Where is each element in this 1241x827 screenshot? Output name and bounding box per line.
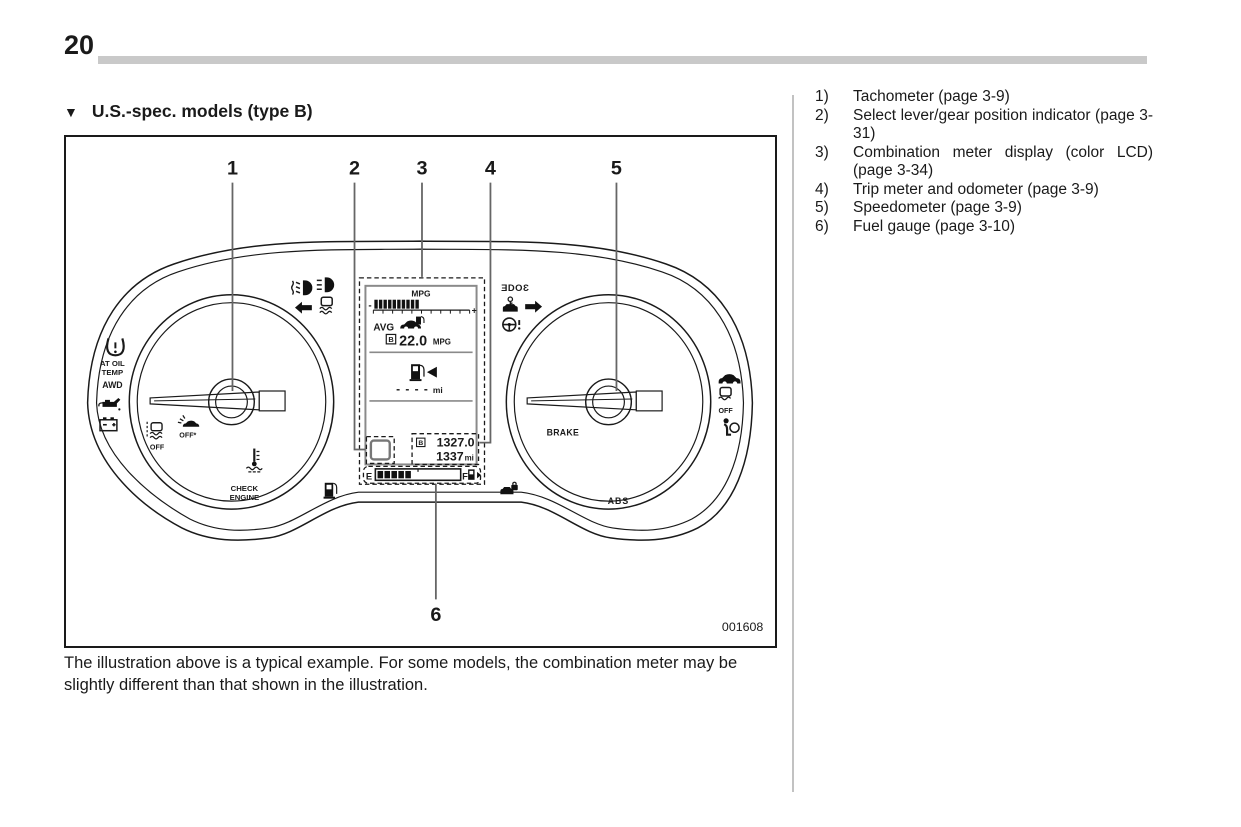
figure-code: 001608	[722, 620, 763, 634]
check-engine-label-2: ENGINE	[230, 493, 260, 502]
abs-label: ABS	[608, 496, 629, 506]
range-unit: mi	[433, 385, 443, 395]
callout-3: 3	[416, 158, 427, 180]
high-beam-icon	[316, 277, 335, 293]
legend-item-label: Speedometer (page 3-9)	[853, 199, 1022, 216]
legend-item-label: Tachometer (page 3-9)	[853, 88, 1010, 105]
at-oil-temp-label-1: AT OIL	[100, 359, 125, 368]
odometer-value: 1337	[436, 449, 464, 463]
fuel-gauge: E F	[362, 465, 482, 484]
fuel-empty-label: E	[366, 470, 372, 481]
lcd-fuel-pump-icon	[409, 364, 425, 382]
figure-caption: The illustration above is a typical exam…	[64, 654, 738, 694]
trip-odometer: B 1327.0 1337 mi	[411, 433, 480, 466]
awd-label: AWD	[102, 380, 122, 390]
car-ahead-icon	[718, 374, 741, 386]
legend-item-number: 4)	[815, 180, 829, 198]
legend-item-label: Fuel gauge (page 3-10)	[853, 217, 1016, 235]
odometer-unit: mi	[465, 453, 474, 462]
mpg-bar-minus: -	[368, 301, 371, 312]
legend-item-number: 3)	[815, 143, 829, 161]
legend-list: 1) Tachometer (page 3-9) 2) Select lever…	[815, 88, 1153, 236]
section-heading-text: U.S.-spec. models (type B)	[91, 101, 313, 121]
turn-left-signal-icon	[294, 301, 312, 314]
legend-item-number: 2)	[815, 106, 829, 124]
speedometer-gauge	[505, 294, 712, 510]
avg-value: 22.0	[399, 333, 427, 349]
gear-position-indicator	[365, 436, 395, 465]
brake-label: BRAKE	[547, 428, 580, 438]
turn-right-signal-icon	[525, 300, 543, 313]
coolant-temp-icon	[245, 448, 263, 473]
mpg-bar-graph: - +	[368, 299, 477, 316]
legend-item-2: 2) Select lever/gear position indicator …	[815, 107, 1153, 144]
lcd-screen	[364, 284, 478, 466]
battery-charge-icon	[99, 417, 118, 432]
fog-lamp-icon	[291, 280, 313, 296]
speedometer-needle	[526, 378, 663, 426]
vdc-off-icon	[146, 421, 163, 440]
lcd-display: MPG - + AVG	[358, 277, 486, 485]
triangle-marker-icon: ▼	[64, 103, 78, 120]
avg-b-badge: B	[388, 335, 394, 344]
eco-marking-label: ƎDOƐ	[501, 282, 529, 293]
legend-item-6: 6) Fuel gauge (page 3-10)	[815, 218, 1153, 237]
oil-pressure-icon	[98, 397, 121, 411]
legend-item-label: Select lever/gear position indicator (pa…	[853, 106, 1153, 143]
fuel-full-label: F	[462, 470, 468, 481]
trip-b-badge: B	[418, 440, 423, 447]
callout-1: 1	[227, 158, 238, 180]
avg-label: AVG	[373, 322, 394, 333]
mpg-bar-plus: +	[472, 306, 477, 316]
check-engine-label-1: CHECK	[231, 484, 259, 493]
legend-item-number: 5)	[815, 199, 829, 216]
legend-item-4: 4) Trip meter and odometer (page 3-9)	[815, 181, 1153, 200]
avg-unit: MPG	[433, 337, 451, 346]
legend-item-3: 3) Combination meter display (color LCD)…	[815, 144, 1153, 181]
vdc-off-right-label: OFF	[718, 407, 733, 415]
legend-item-number: 1)	[815, 88, 829, 105]
page-number: 20	[64, 30, 95, 60]
range-row: - - - - mi	[396, 382, 443, 396]
precollision-off-label: OFF*	[179, 432, 196, 440]
legend-item-number: 6)	[815, 217, 829, 235]
legend-item-5: 5) Speedometer (page 3-9)	[815, 199, 1153, 218]
callout-2: 2	[349, 158, 360, 180]
lcd-callout-region	[358, 277, 486, 485]
car-lock-icon	[500, 481, 518, 495]
lcd-mpg-label: MPG	[411, 289, 431, 299]
callout-5: 5	[611, 158, 622, 180]
trip-value: 1327.0	[437, 436, 475, 450]
header-rule	[98, 56, 1147, 64]
vdc-off-label: OFF	[150, 444, 165, 452]
cluster-illustration: MPG - + AVG	[86, 158, 763, 634]
power-steering-warning-icon	[502, 317, 521, 332]
vdc-operation-icon	[319, 296, 333, 315]
tachometer-gauge	[128, 294, 335, 510]
legend-item-label: Combination meter display (color LCD) (p…	[853, 143, 1153, 180]
avg-value-row: B 22.0 MPG	[385, 333, 451, 349]
tpms-warning-icon	[106, 338, 125, 357]
precollision-off-icon	[177, 414, 200, 427]
avg-consumption-car-icon	[400, 316, 425, 331]
cluster-housing-outline	[86, 240, 754, 541]
vdc-off-right-icon	[718, 386, 732, 401]
legend-item-label: Trip meter and odometer (page 3-9)	[853, 180, 1099, 198]
range-dashes: - - - -	[396, 382, 429, 396]
tachometer-needle	[149, 378, 286, 426]
fuel-pump-icon	[323, 482, 338, 499]
fuel-bar-pump-icon	[468, 469, 475, 480]
at-oil-temp-label-2: TEMP	[102, 368, 123, 377]
fuel-door-arrow-icon	[477, 471, 482, 479]
fuel-arrow-icon	[426, 366, 437, 378]
callout-lines	[231, 182, 618, 600]
cluster-figure: MPG - + AVG	[64, 135, 777, 648]
security-indicator-icon	[502, 296, 518, 312]
column-divider	[792, 95, 794, 792]
legend-item-1: 1) Tachometer (page 3-9)	[815, 88, 1153, 107]
airbag-warning-icon	[723, 418, 740, 436]
callout-4: 4	[485, 158, 496, 180]
section-heading: ▼ U.S.-spec. models (type B)	[64, 101, 313, 122]
callout-6: 6	[430, 604, 441, 626]
